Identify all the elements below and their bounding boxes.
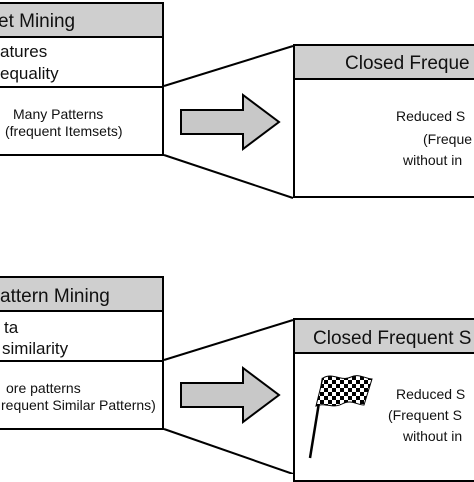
top-left-row2-line2: (frequent Itemsets) — [5, 123, 123, 139]
top-right-arrow-icon — [180, 93, 281, 151]
top-left-row1-line2: equality — [0, 64, 59, 83]
bottom-left-row1-line2: similarity — [2, 339, 69, 358]
top-right-body: Reduced S (Freque without in — [293, 78, 474, 198]
bottom-right-header: Closed Frequent S — [293, 318, 474, 354]
bottom-connector-upper — [163, 319, 294, 361]
bottom-left-row-patterns: ore patterns requent Similar Patterns) — [0, 360, 164, 430]
bottom-right-body-line2: (Frequent S — [388, 407, 462, 423]
top-connector-upper — [163, 45, 294, 87]
top-left-header-text: et Mining — [0, 11, 76, 32]
top-right-body-line2: (Freque — [423, 131, 473, 147]
bottom-right-arrow-icon — [180, 366, 281, 424]
bottom-left-row1-line1: ta — [4, 318, 19, 337]
top-left-header: et Mining — [0, 2, 164, 38]
bottom-left-header-text: attern Mining — [0, 286, 110, 307]
bottom-right-body-line3: without in — [403, 428, 463, 444]
checkered-flag-icon — [308, 375, 373, 459]
top-right-body-line3: without in — [403, 152, 463, 168]
top-right-header: Closed Freque — [293, 44, 474, 80]
top-left-row-features: atures equality — [0, 36, 164, 88]
bottom-left-row-data: ta similarity — [0, 310, 164, 362]
bottom-right-body: Reduced S (Frequent S without in — [293, 352, 474, 482]
top-right-header-text: Closed Freque — [345, 53, 470, 74]
bottom-right-body-line1: Reduced S — [396, 386, 466, 402]
top-left-row-patterns: Many Patterns (frequent Itemsets) — [0, 86, 164, 156]
top-right-body-line1: Reduced S — [396, 108, 466, 124]
top-left-row2-line1: Many Patterns — [13, 106, 104, 122]
bottom-connector-lower — [163, 428, 294, 474]
bottom-left-row2-line1: ore patterns — [6, 380, 81, 396]
bottom-right-header-text: Closed Frequent S — [313, 328, 472, 349]
bottom-left-row2-line2: requent Similar Patterns) — [1, 397, 156, 413]
top-left-row1-line1: atures — [0, 42, 48, 61]
top-connector-lower — [163, 154, 294, 199]
